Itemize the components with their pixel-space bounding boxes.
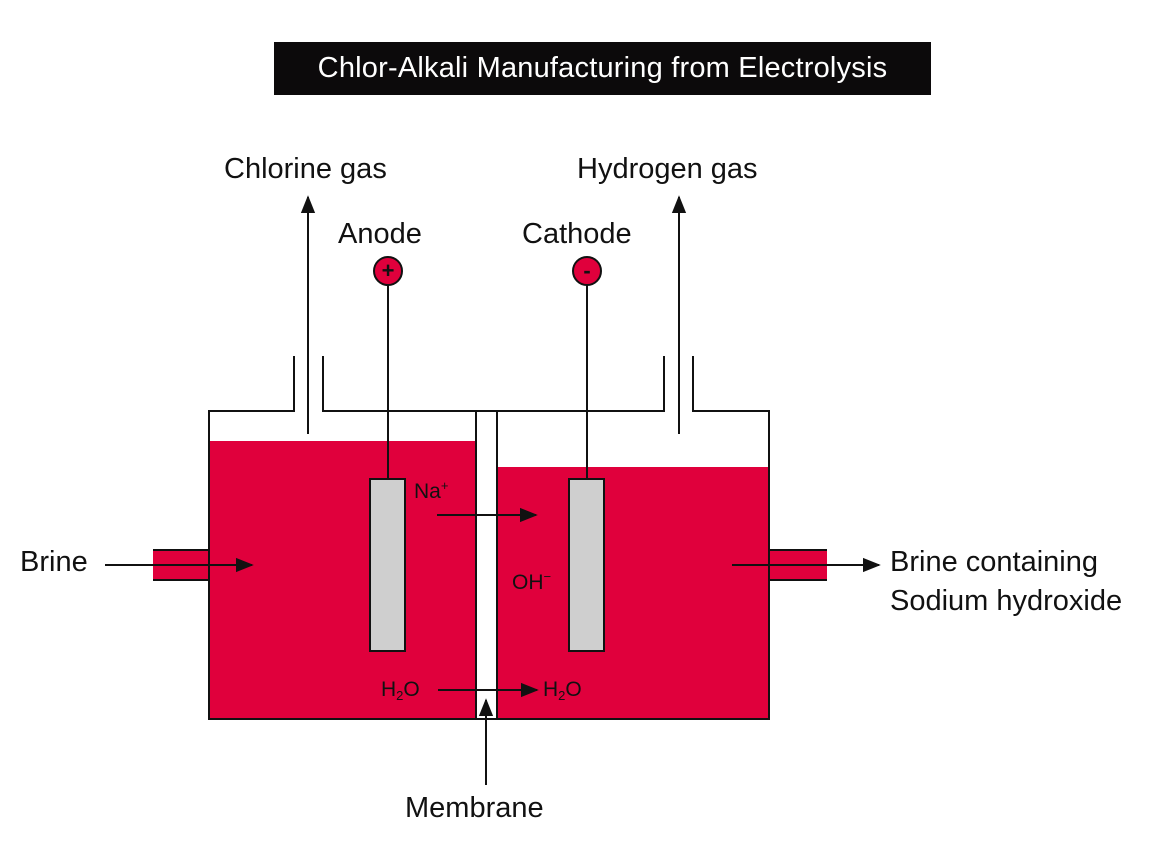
anode-sign: + <box>381 258 395 283</box>
water-right-label: H2O <box>543 678 582 708</box>
brine-inlet-label: Brine <box>20 546 88 578</box>
brine-outlet-label-line1: Brine containing <box>890 546 1098 578</box>
water-left-sub: 2 <box>396 688 404 703</box>
cathode-sign: - <box>583 258 591 283</box>
membrane-label: Membrane <box>405 792 544 824</box>
water-left-h: H <box>381 678 397 701</box>
chlorine-gas-label: Chlorine gas <box>224 153 387 185</box>
hydroxide-ion-charge: − <box>543 569 552 584</box>
anode-compartment-electrolyte <box>209 441 476 719</box>
membrane <box>475 410 498 720</box>
diagram-title: Chlor-Alkali Manufacturing from Electrol… <box>274 42 931 95</box>
water-left-label: H2O <box>381 678 420 708</box>
sodium-ion-label: Na+ <box>414 474 448 504</box>
hydroxide-ion-base: OH <box>512 571 544 594</box>
water-right-o: O <box>565 678 582 701</box>
water-right-h: H <box>543 678 559 701</box>
brine-outlet-label-line2: Sodium hydroxide <box>890 585 1123 617</box>
cathode-label: Cathode <box>522 218 632 250</box>
hydroxide-ion-label: OH− <box>512 565 551 595</box>
cathode-compartment-electrolyte <box>497 467 769 719</box>
cathode-electrode <box>568 478 605 652</box>
anode-label: Anode <box>338 218 422 250</box>
water-left-o: O <box>403 678 420 701</box>
water-right-sub: 2 <box>558 688 566 703</box>
cathode-terminal <box>572 256 602 286</box>
hydrogen-gas-label: Hydrogen gas <box>577 153 758 185</box>
sodium-ion-base: Na <box>414 480 441 503</box>
anode-terminal <box>373 256 403 286</box>
anode-electrode <box>369 478 406 652</box>
sodium-ion-charge: + <box>440 478 449 493</box>
